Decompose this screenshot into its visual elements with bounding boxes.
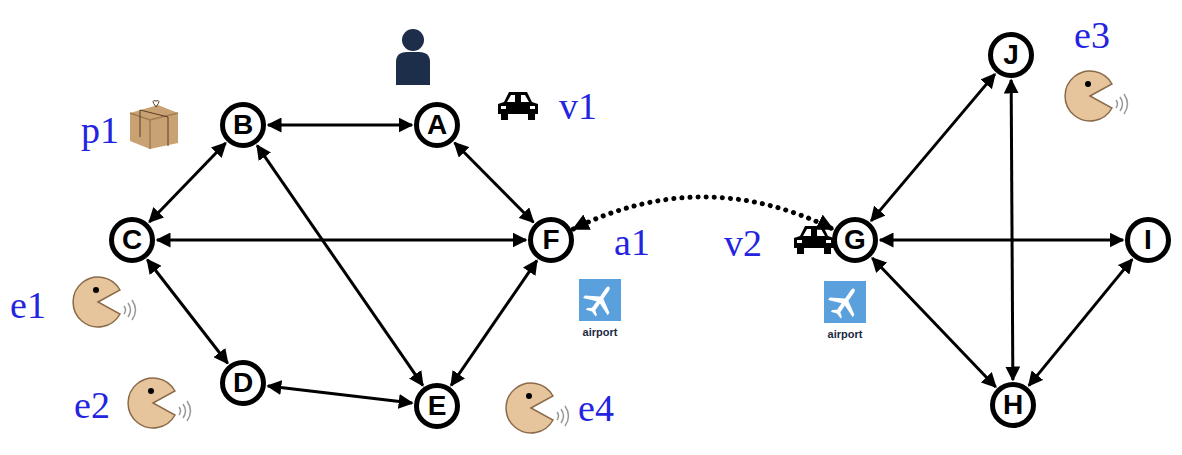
road-arrow — [455, 143, 534, 222]
node-letter: J — [1003, 41, 1019, 69]
node-circle: J — [988, 32, 1034, 78]
person-face-icon — [128, 378, 190, 428]
airport-icon — [579, 278, 622, 321]
node-letter: G — [844, 226, 866, 254]
road-arrow — [451, 261, 537, 386]
road-arrow — [257, 146, 423, 386]
road-arrow — [157, 239, 526, 242]
person-face-icon — [506, 383, 568, 433]
node-circle: D — [220, 360, 266, 406]
node-circle: C — [109, 217, 155, 263]
road-arrow — [1011, 80, 1013, 380]
road-arrow — [147, 260, 227, 364]
person-icon — [396, 29, 430, 85]
airport-icon — [824, 280, 867, 323]
road-arrow — [268, 124, 412, 127]
node-letter: D — [233, 369, 253, 397]
name-label: e2 — [74, 386, 110, 424]
airport-text: airport — [583, 327, 618, 338]
node-circle: F — [528, 217, 574, 263]
road-arrow — [880, 239, 1123, 242]
road-arrow — [871, 74, 995, 221]
node-letter: I — [1144, 226, 1152, 254]
road-arrow — [268, 386, 412, 403]
name-label: v1 — [559, 87, 597, 125]
name-label: p1 — [81, 111, 119, 149]
node-circle: H — [990, 382, 1036, 428]
car-icon — [794, 226, 834, 254]
name-label: v2 — [724, 224, 762, 262]
node-circle: B — [220, 102, 266, 148]
dotted-link — [573, 197, 832, 229]
node-letter: F — [542, 226, 559, 254]
node-letter: A — [427, 111, 447, 139]
node-letter: H — [1003, 391, 1023, 419]
car-icon — [498, 92, 538, 120]
road-arrow — [1029, 259, 1132, 385]
name-label: e1 — [10, 286, 46, 324]
name-label: a1 — [614, 223, 650, 261]
node-circle: A — [414, 102, 460, 148]
node-circle: I — [1125, 217, 1171, 263]
node-letter: B — [233, 111, 253, 139]
airport-text: airport — [828, 329, 863, 340]
node-circle: G — [832, 217, 878, 263]
name-label: e3 — [1074, 16, 1110, 54]
node-letter: C — [122, 226, 142, 254]
person-face-icon — [1065, 71, 1127, 121]
road-arrow — [872, 258, 995, 387]
name-label: e4 — [578, 389, 614, 427]
road-arrow — [149, 143, 225, 222]
package-icon — [130, 101, 178, 149]
node-letter: E — [428, 392, 447, 420]
node-circle: E — [414, 383, 460, 429]
person-face-icon — [73, 277, 135, 327]
